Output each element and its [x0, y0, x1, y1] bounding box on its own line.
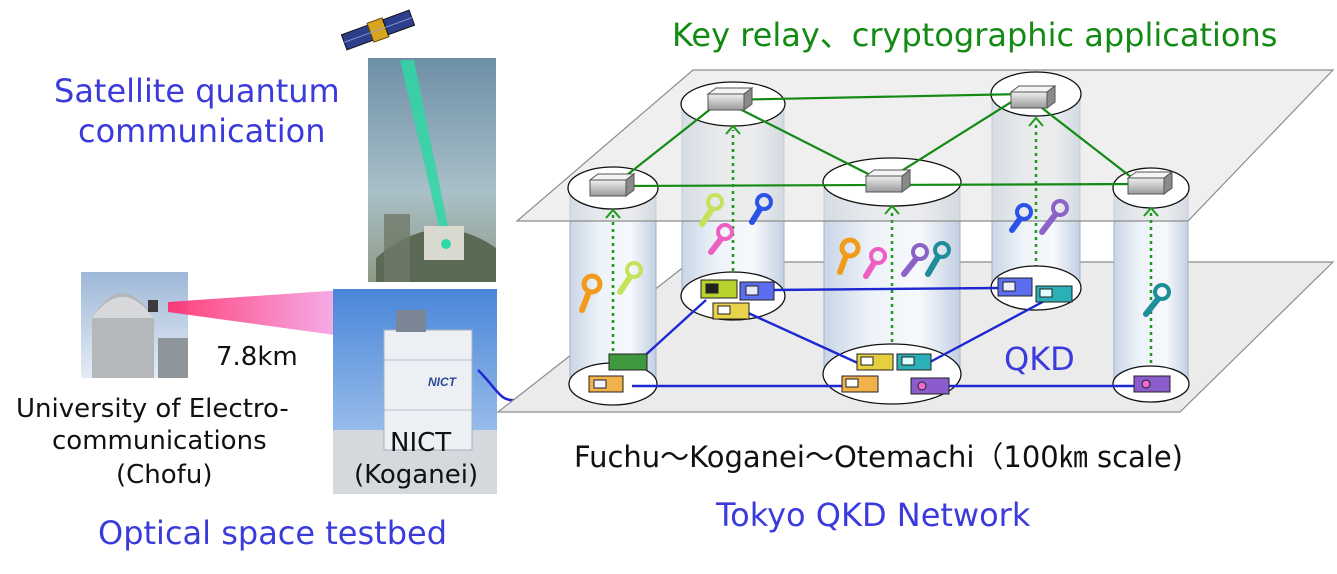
uec-label-line2: communications: [52, 426, 267, 456]
satellite-ground-photo: [368, 58, 496, 282]
nict-logo: NICT: [428, 375, 458, 389]
qkd-device-icon: [588, 277, 1171, 395]
optical-testbed-label: Optical space testbed: [98, 514, 448, 552]
tokyo-network-label: Tokyo QKD Network: [716, 496, 1031, 534]
satellite-icon: [340, 9, 416, 51]
qkd-label: QKD: [1004, 340, 1075, 378]
key-icon: [579, 193, 1171, 317]
distance-label: 7.8km: [216, 342, 298, 372]
server-box-icon: [588, 85, 1174, 197]
nict-label-line1: NICT: [390, 428, 452, 458]
uec-label-line3: (Chofu): [116, 460, 213, 490]
key-relay-label: Key relay、cryptographic applications: [672, 16, 1278, 54]
uec-observatory-photo: [81, 272, 188, 378]
satellite-label-line2: communication: [78, 112, 326, 150]
key-flow-arrows: [611, 122, 1153, 372]
nict-station-photo: NICT: [333, 289, 497, 494]
satellite-label-line1: Satellite quantum: [54, 72, 340, 110]
uec-label-line1: University of Electro-: [16, 394, 289, 424]
arrowheads: [605, 116, 1159, 219]
nict-label-line2: (Koganei): [354, 460, 479, 490]
route-label: Fuchu～Koganei～Otemachi（100㎞ scale): [574, 440, 1184, 474]
qkd-links: [632, 286, 1134, 388]
optical-link-beam: [168, 290, 342, 336]
